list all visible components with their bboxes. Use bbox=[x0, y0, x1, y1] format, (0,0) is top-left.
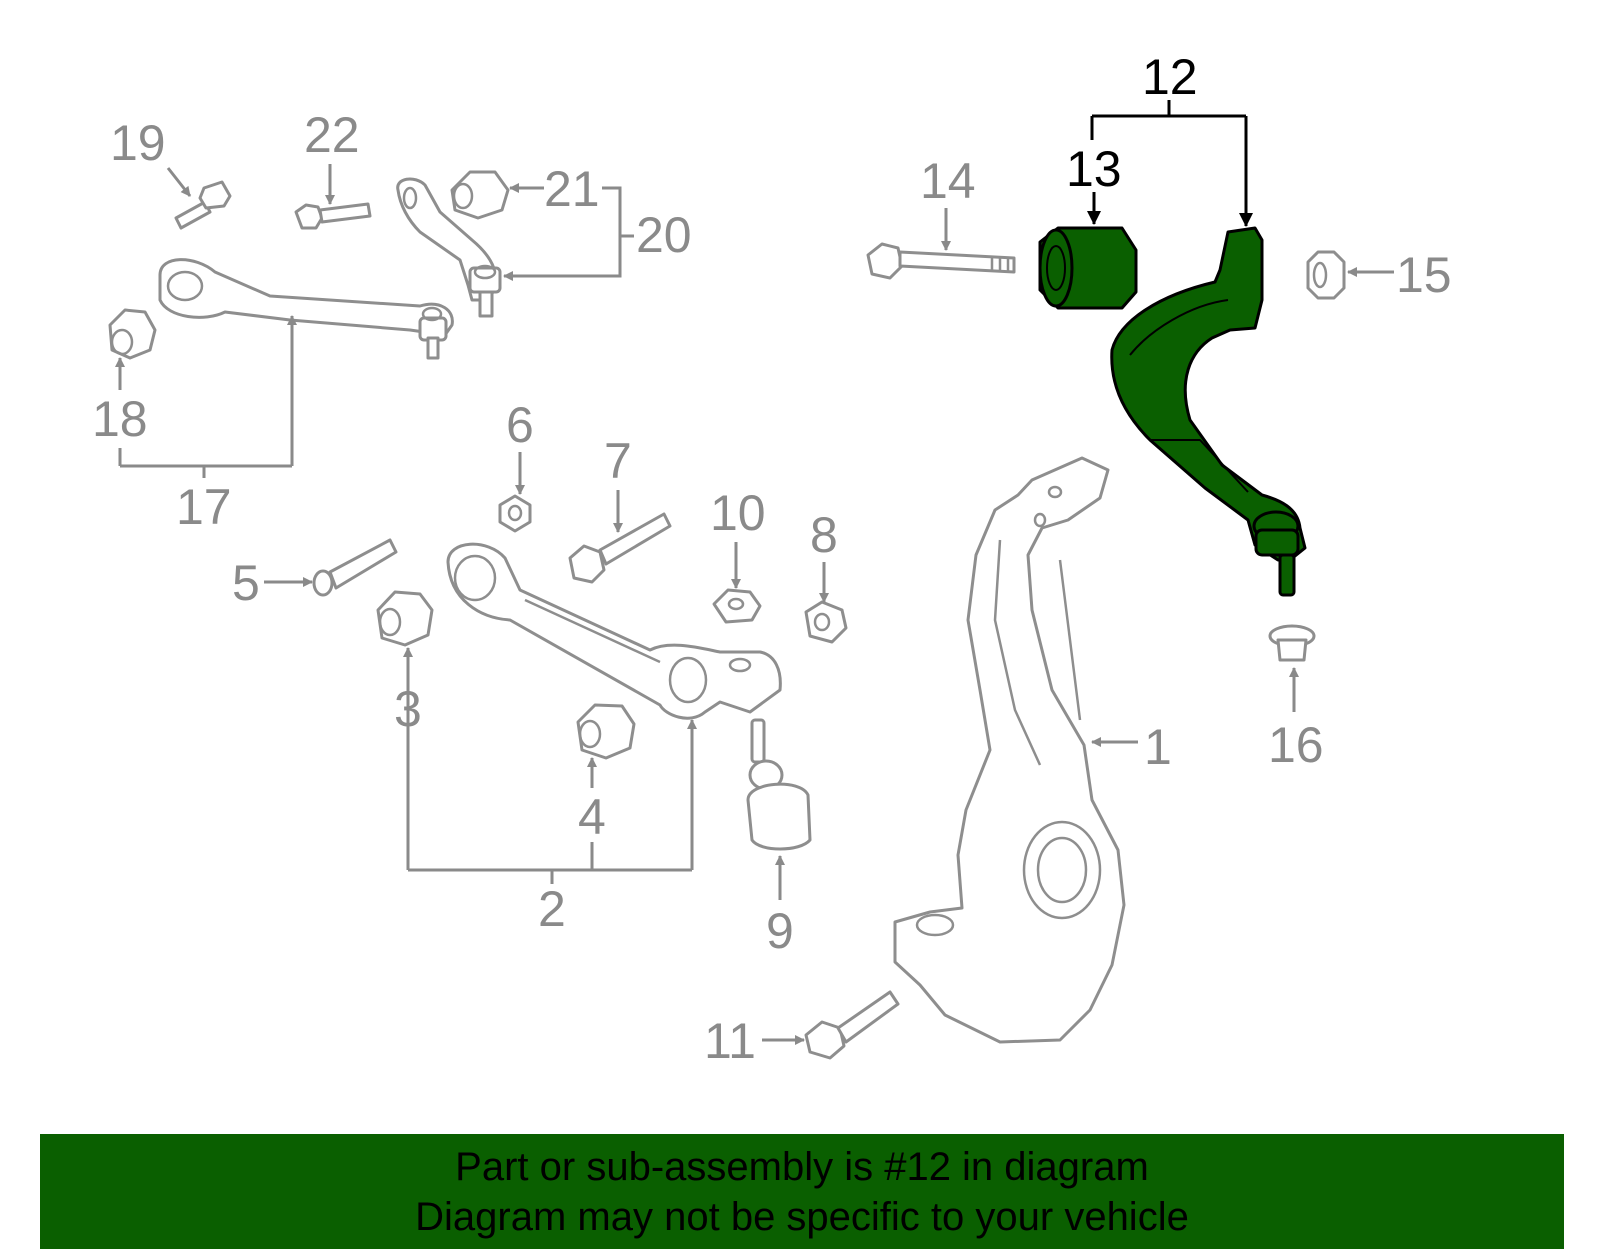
callout-8[interactable]: 8 bbox=[810, 507, 838, 563]
callout-10[interactable]: 10 bbox=[710, 485, 766, 541]
part-22-bolt[interactable] bbox=[294, 202, 372, 230]
part-12-control-arm[interactable] bbox=[1110, 226, 1307, 597]
part-10-nut[interactable] bbox=[712, 588, 762, 624]
callout-14[interactable]: 14 bbox=[920, 153, 976, 209]
callout-15[interactable]: 15 bbox=[1396, 247, 1452, 303]
callout-21[interactable]: 21 bbox=[544, 161, 600, 217]
banner-line-part: Part or sub-assembly is #12 in diagram bbox=[455, 1145, 1149, 1189]
part-20-control-arm[interactable] bbox=[396, 177, 502, 318]
part-9-ball-joint[interactable] bbox=[746, 718, 812, 851]
part-7-bolt[interactable] bbox=[568, 512, 672, 584]
part-1-knuckle[interactable] bbox=[893, 456, 1126, 1044]
callouts: 1 2 3 4 5 6 7 8 9 10 11 12 13 14 15 16 1… bbox=[92, 49, 1452, 1069]
leader-lines bbox=[115, 100, 1394, 1045]
callout-9[interactable]: 9 bbox=[766, 903, 794, 959]
part-18-bushing[interactable] bbox=[108, 308, 157, 360]
callout-17[interactable]: 17 bbox=[176, 479, 232, 535]
callout-6[interactable]: 6 bbox=[506, 397, 534, 453]
callout-11[interactable]: 11 bbox=[704, 1013, 756, 1069]
part-6-nut[interactable] bbox=[498, 494, 532, 533]
part-3-bushing[interactable] bbox=[376, 590, 434, 647]
callout-3[interactable]: 3 bbox=[394, 681, 422, 737]
part-11-bolt[interactable] bbox=[804, 990, 900, 1060]
part-17-control-arm[interactable] bbox=[158, 258, 454, 360]
parts-diagram: 1 2 3 4 5 6 7 8 9 10 11 12 13 14 15 16 1… bbox=[92, 49, 1452, 1069]
part-19-bolt[interactable] bbox=[174, 180, 232, 230]
part-2-control-arm[interactable] bbox=[446, 542, 782, 720]
callout-22[interactable]: 22 bbox=[304, 107, 360, 163]
part-14-bolt[interactable] bbox=[866, 242, 1016, 280]
callout-20[interactable]: 20 bbox=[636, 207, 692, 263]
callout-2[interactable]: 2 bbox=[538, 881, 566, 937]
part-21-bushing[interactable] bbox=[450, 170, 510, 220]
callout-18[interactable]: 18 bbox=[92, 391, 148, 447]
callout-12[interactable]: 12 bbox=[1142, 49, 1198, 105]
callout-5[interactable]: 5 bbox=[232, 555, 260, 611]
callout-7[interactable]: 7 bbox=[604, 433, 632, 489]
banner-line-disclaimer: Diagram may not be specific to your vehi… bbox=[415, 1195, 1189, 1239]
part-13-bushing[interactable] bbox=[1038, 226, 1138, 310]
part-8-nut[interactable] bbox=[804, 600, 848, 644]
part-5-bolt[interactable] bbox=[312, 538, 398, 597]
callout-4[interactable]: 4 bbox=[578, 789, 606, 845]
callout-13[interactable]: 13 bbox=[1066, 141, 1122, 197]
callout-19[interactable]: 19 bbox=[110, 115, 166, 171]
part-4-bushing[interactable] bbox=[576, 703, 636, 760]
part-15-nut[interactable] bbox=[1306, 250, 1346, 300]
part-16-nut[interactable] bbox=[1268, 624, 1316, 662]
info-banner: Part or sub-assembly is #12 in diagram D… bbox=[40, 1134, 1564, 1249]
callout-1[interactable]: 1 bbox=[1144, 719, 1172, 775]
callout-16[interactable]: 16 bbox=[1268, 717, 1324, 773]
